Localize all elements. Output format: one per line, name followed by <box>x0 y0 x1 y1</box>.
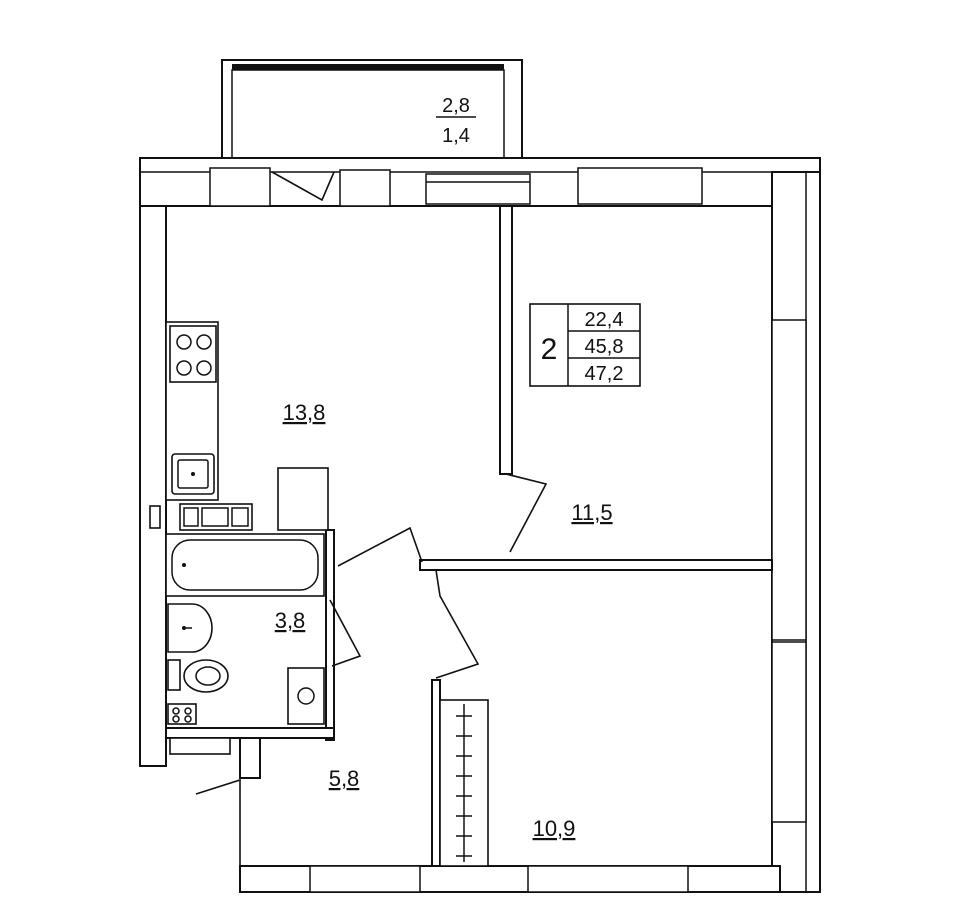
washing-machine <box>287 667 325 725</box>
window-right-bedroom <box>771 319 807 641</box>
room-area-kitchen: 13,8 <box>283 400 326 425</box>
balcony-outline <box>221 59 523 159</box>
wardrobe <box>439 699 489 867</box>
kitchen-fixtures <box>149 321 329 531</box>
room-area-bathroom: 3,8 <box>275 608 306 633</box>
burner-icon <box>196 334 212 350</box>
balcony-door <box>271 171 335 202</box>
wall-between-bedrooms <box>419 559 773 571</box>
toilet <box>183 659 229 693</box>
washing-machine-drum <box>297 687 315 705</box>
rooms-count: 2 <box>541 333 558 366</box>
bathroom-fixtures <box>165 533 325 755</box>
entrance-shelf <box>169 737 231 755</box>
window-bottom-2 <box>527 865 689 893</box>
washer-panel <box>167 703 197 725</box>
vent-shaft <box>149 505 161 529</box>
window-right-bedroom2 <box>771 641 807 823</box>
total-area: 47,2 <box>585 363 624 385</box>
wall-entrance-niche <box>239 737 261 779</box>
door-kitchen <box>337 526 423 567</box>
window-kitchen-left <box>209 167 271 207</box>
balcony-area-label: 2,8 <box>442 95 470 117</box>
room-area-bedroom2: 10,9 <box>533 816 576 841</box>
door-entrance <box>195 778 241 866</box>
wall-bathroom-bottom <box>165 727 335 739</box>
door-bathroom <box>329 599 362 667</box>
window-bedroom-top-2 <box>577 167 703 205</box>
bathtub <box>165 533 325 597</box>
total-area-no-balcony: 45,8 <box>585 336 624 358</box>
wall-kitchen-bedroom <box>499 205 513 475</box>
bathtub-basin <box>171 539 319 591</box>
windows <box>209 167 807 893</box>
toilet-tank <box>167 659 181 691</box>
room-area-hallway: 5,8 <box>329 766 360 791</box>
window-bottom-1 <box>309 865 421 893</box>
burner-icon <box>196 360 212 376</box>
living-area: 22,4 <box>585 309 624 331</box>
window-bedroom-top <box>425 173 531 205</box>
door-bedroom <box>505 473 548 553</box>
wall-bathroom-right <box>325 529 335 741</box>
balcony-reduced-area-label: 1,4 <box>442 125 470 147</box>
wall-hall-bedroom2 <box>431 679 441 867</box>
room-area-bedroom: 11,5 <box>571 500 612 525</box>
room-labels: 13,8 11,5 3,8 5,8 10,9 <box>275 400 613 841</box>
apartment-summary: 2 22,4 45,8 47,2 <box>529 303 641 387</box>
door-bedroom2 <box>435 569 480 679</box>
balcony: 2,8 1,4 <box>221 59 523 159</box>
window-kitchen-right <box>339 169 391 207</box>
burner-icon <box>176 334 192 350</box>
fridge <box>277 467 329 531</box>
summary-box <box>529 303 641 387</box>
left-wall <box>139 205 167 767</box>
burner-icon <box>176 360 192 376</box>
interior-walls <box>165 205 773 867</box>
interior-doors <box>195 473 548 866</box>
balcony-parapet <box>232 64 504 70</box>
